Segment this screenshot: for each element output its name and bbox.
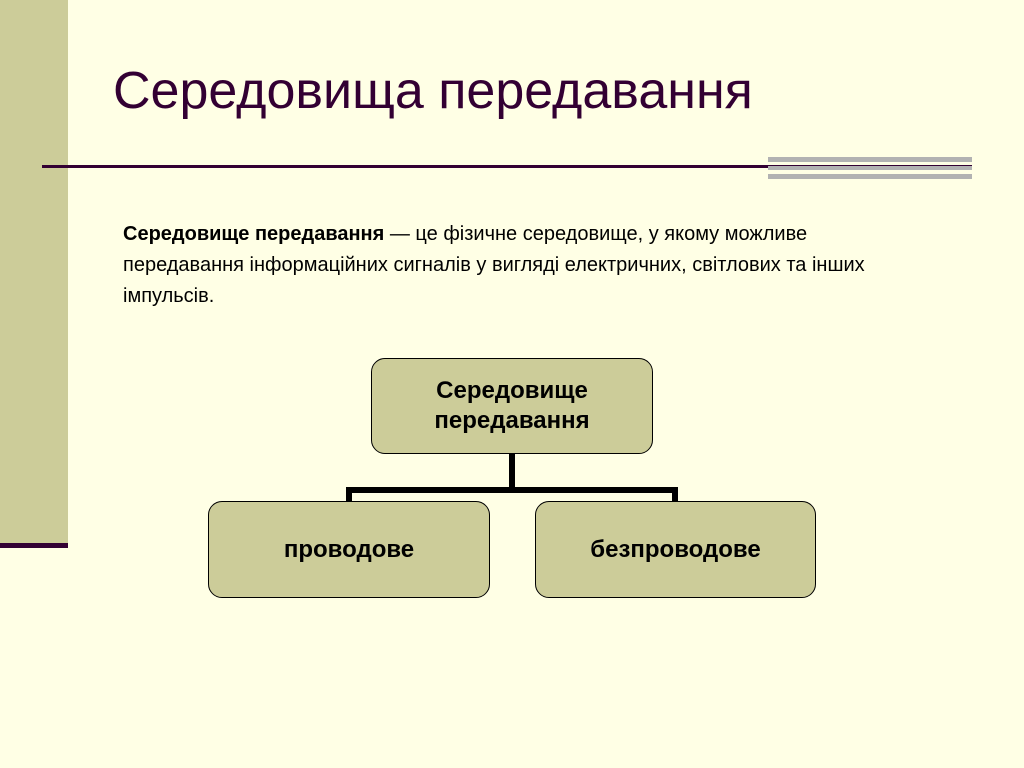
- divider-stripe: [768, 157, 972, 162]
- diagram-node-wired-label: проводове: [283, 535, 415, 563]
- divider-stripe: [768, 174, 972, 179]
- diagram-node-wired: проводове: [208, 501, 490, 598]
- title-divider-accent: [768, 157, 972, 179]
- definition-text: — це фізичне середовище, у якому можливе…: [123, 223, 865, 307]
- divider-stripe: [768, 166, 972, 170]
- definition-term: Середовище передавання: [123, 223, 385, 245]
- diagram-node-root: Середовище передавання: [371, 358, 653, 454]
- definition-paragraph: Середовище передавання — це фізичне сере…: [123, 219, 913, 312]
- left-accent-bar: [0, 0, 68, 545]
- diagram-node-wireless-label: безпроводове: [590, 535, 761, 563]
- left-accent-underline: [0, 543, 68, 548]
- diagram-node-wireless: безпроводове: [535, 501, 816, 598]
- diagram-node-root-label: Середовище передавання: [434, 377, 590, 434]
- slide-title: Середовища передавання: [113, 62, 753, 120]
- title-divider: [42, 165, 972, 168]
